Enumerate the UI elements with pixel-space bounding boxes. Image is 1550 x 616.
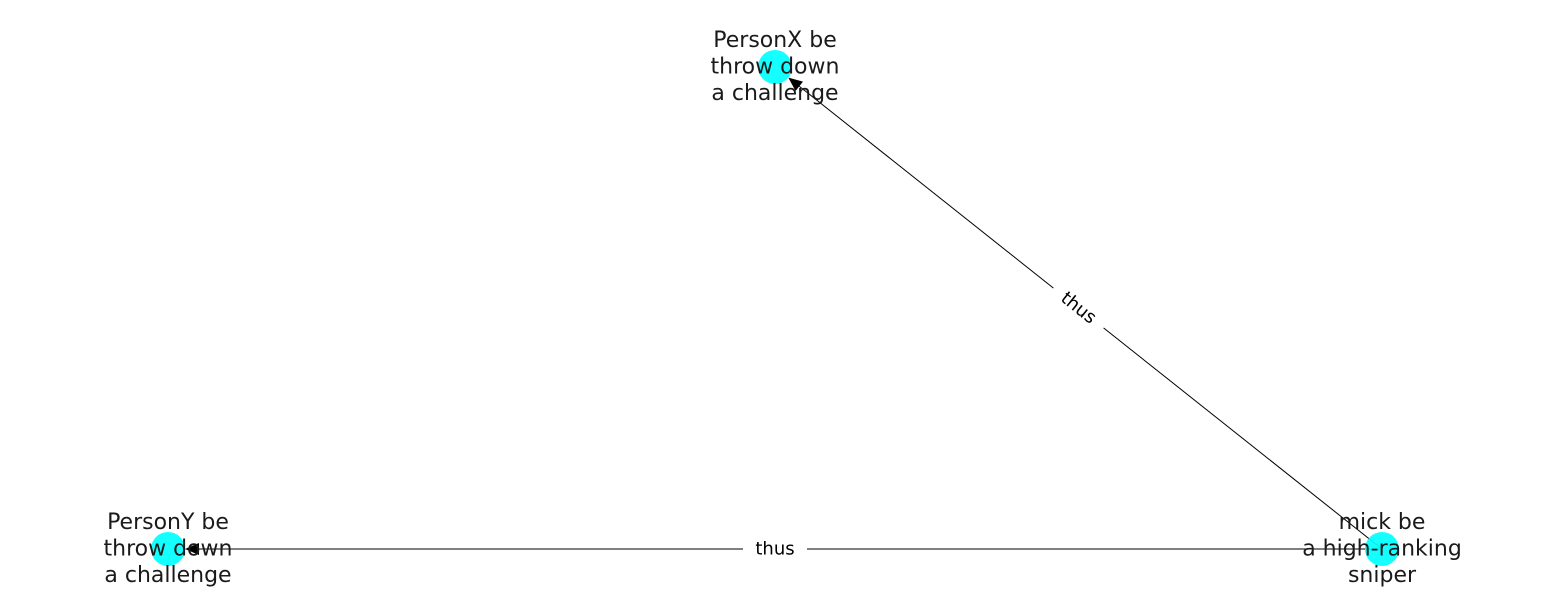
node-label-line: a high-ranking xyxy=(1302,537,1462,562)
node-label-line: mick be xyxy=(1339,510,1426,535)
edges-layer: thus thus xyxy=(185,77,1383,562)
edge-mick-to-persony: thus xyxy=(185,536,1382,562)
node-label-line: a challenge xyxy=(104,563,231,588)
node-label-line: PersonY be xyxy=(107,510,229,535)
node-circle-personx xyxy=(758,50,792,84)
arrowhead-mick-to-personx xyxy=(788,77,804,91)
node-label-line: sniper xyxy=(1348,563,1417,588)
node-circle-persony xyxy=(151,532,185,566)
edge-label-background xyxy=(1045,277,1112,339)
node-circle-mick xyxy=(1365,532,1399,566)
node-label-line: throw down xyxy=(711,55,840,80)
edge-label-group-mick-to-personx: thus xyxy=(1045,277,1112,339)
node-label-line: a challenge xyxy=(711,81,838,106)
edge-label-mick-to-persony: thus xyxy=(755,539,794,560)
arrowhead-mick-to-persony xyxy=(185,543,199,555)
edge-label-group-mick-to-persony: thus xyxy=(743,536,807,562)
nodes-layer xyxy=(151,50,1399,566)
edge-label-background xyxy=(743,536,807,562)
node-label-line: throw down xyxy=(104,537,233,562)
edge-mick-to-personx: thus xyxy=(788,77,1383,550)
node-label-line: PersonX be xyxy=(713,28,837,53)
